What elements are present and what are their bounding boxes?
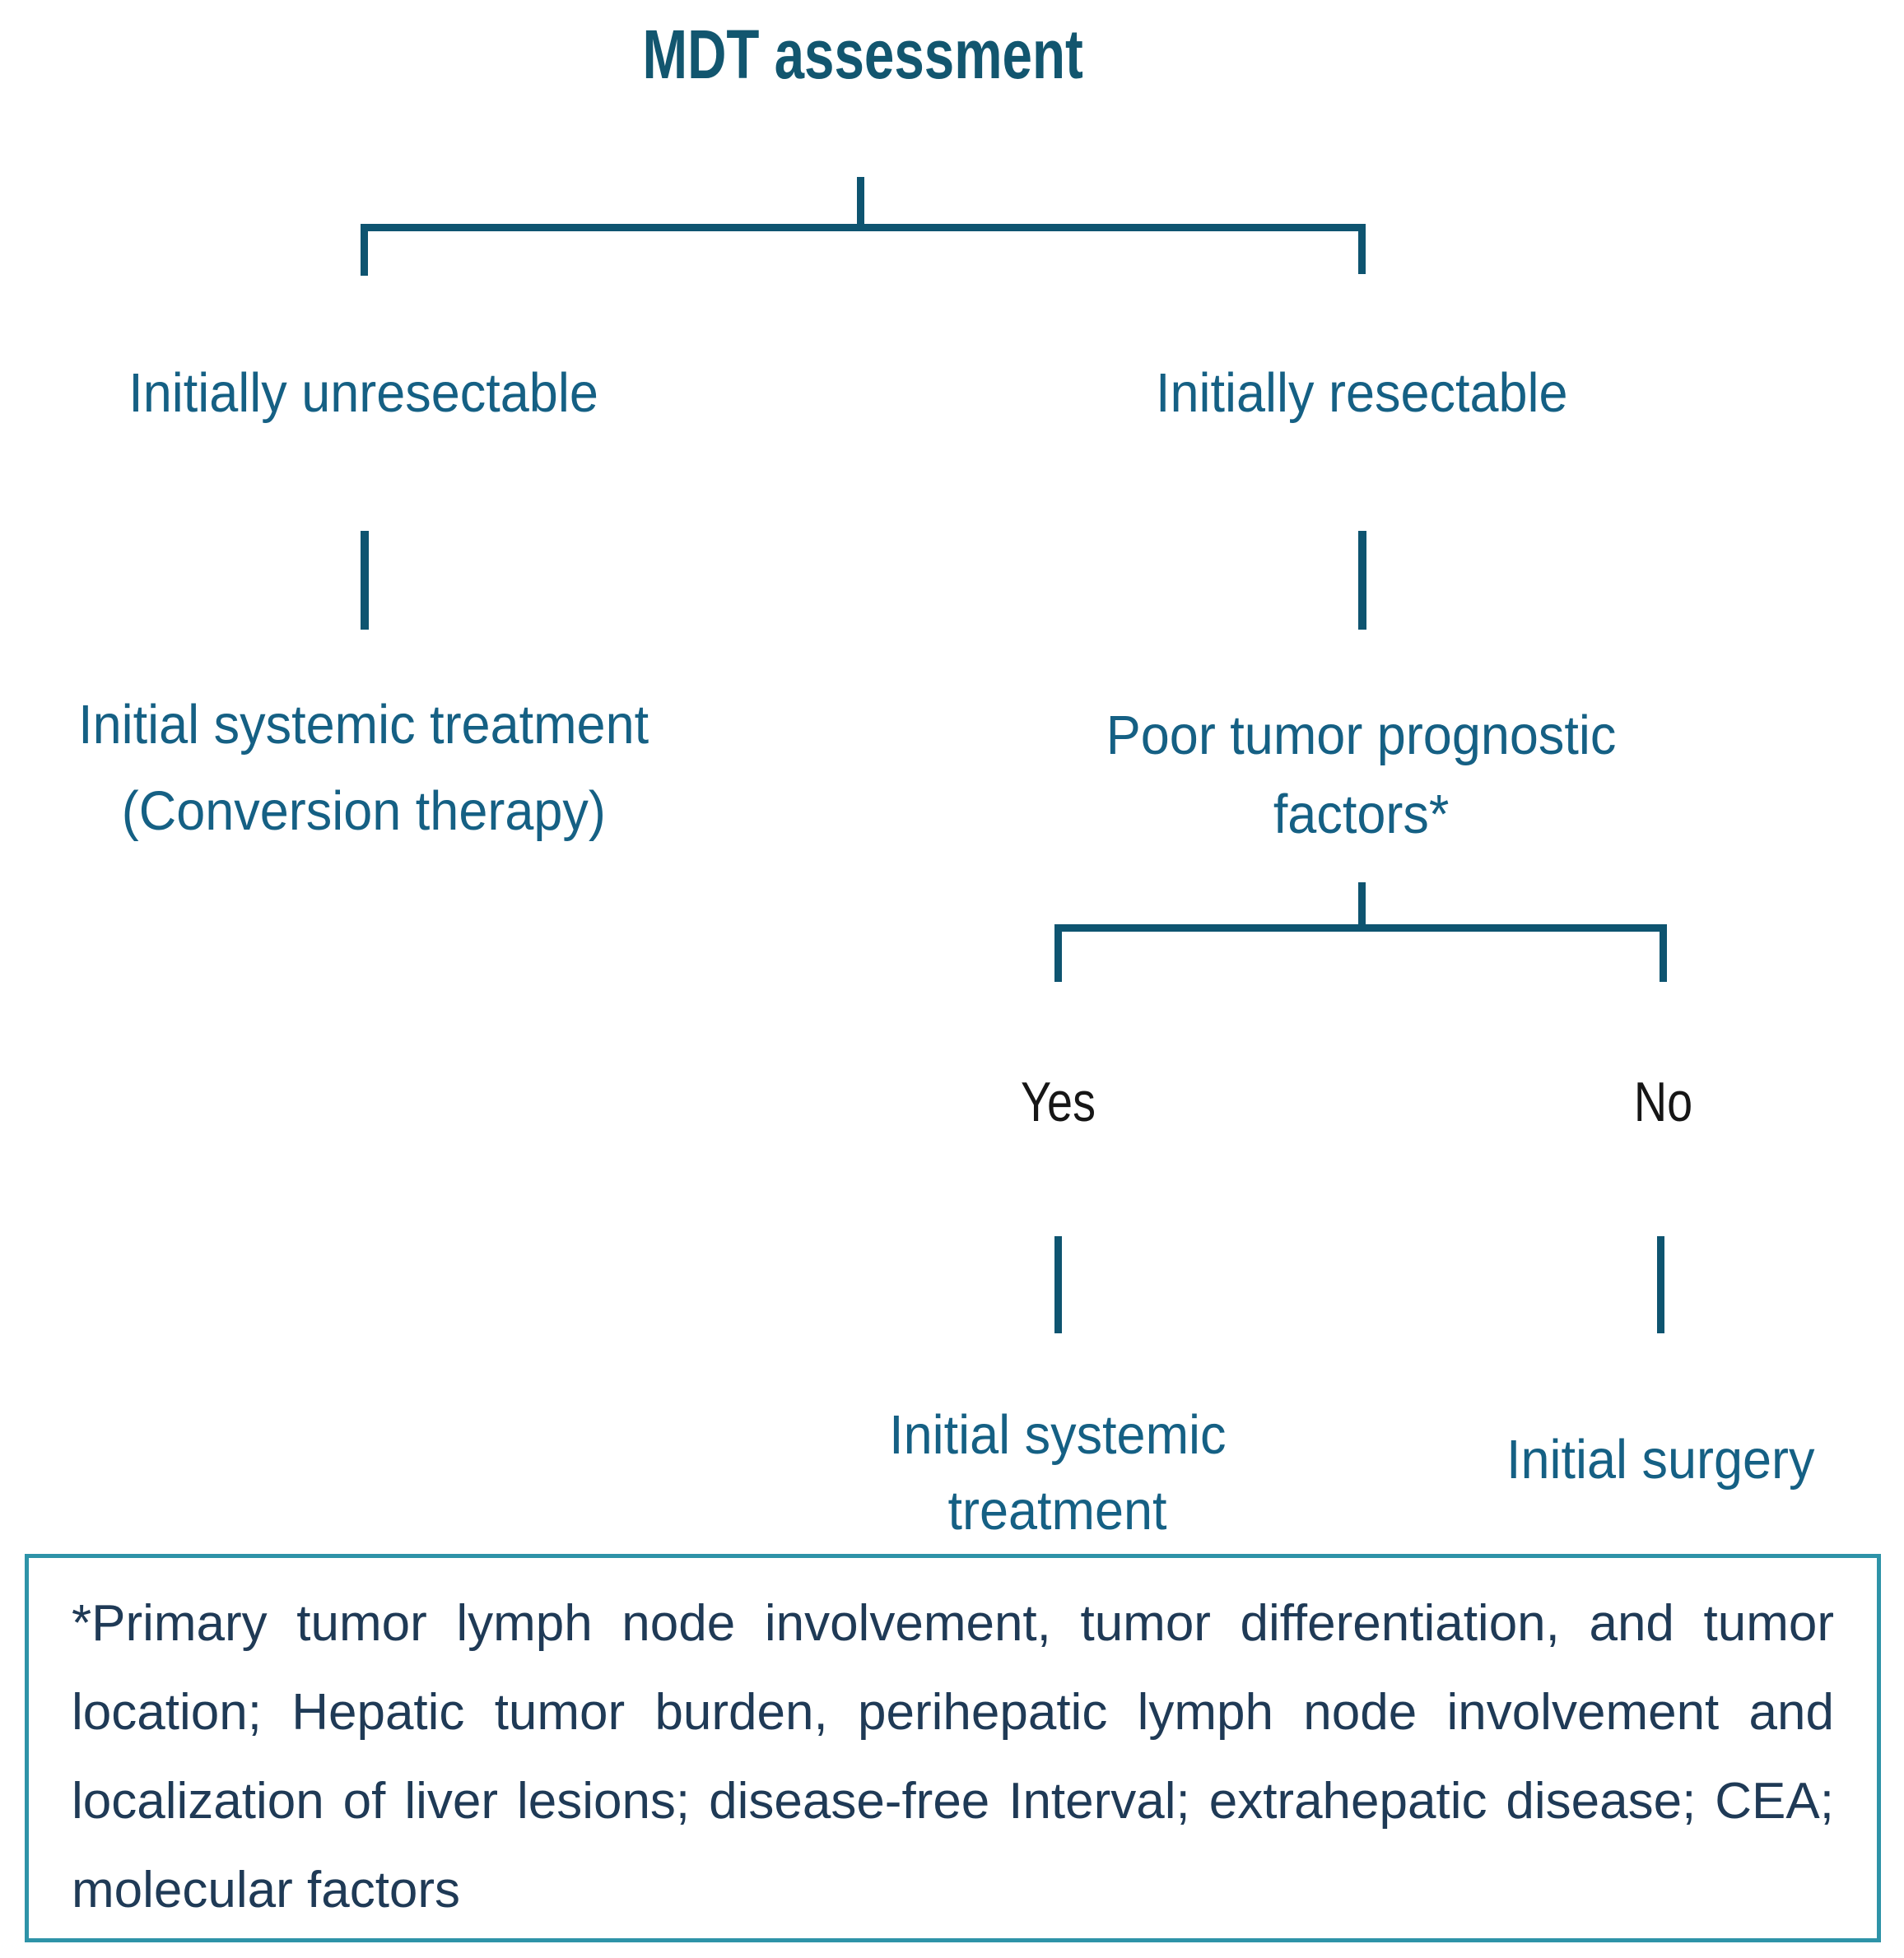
- node-initial-systemic-treatment-conversion-line2: (Conversion therapy): [121, 780, 607, 842]
- connector-root-stub: [857, 177, 864, 225]
- node-initial-systemic-treatment-line1: Initial systemic: [889, 1404, 1227, 1466]
- node-initial-systemic-treatment-line2: treatment: [947, 1480, 1168, 1542]
- node-no-label: No: [1633, 1071, 1692, 1133]
- node-initial-systemic-treatment-conversion: Initial systemic treatment (Conversion t…: [35, 681, 693, 854]
- node-initially-resectable: Initially resectable: [1032, 354, 1691, 433]
- connector-resectable-to-decision: [1358, 531, 1366, 630]
- connector-yes-to-outcome: [1054, 1236, 1062, 1333]
- footnote-box: *Primary tumor lymph node involvement, t…: [25, 1554, 1881, 1942]
- node-mdt-assessment-label: MDT assessment: [642, 16, 1083, 93]
- node-yes-label: Yes: [1020, 1071, 1096, 1133]
- node-mdt-assessment: MDT assessment: [451, 16, 1274, 92]
- node-no: No: [1498, 1072, 1827, 1132]
- footnote-line-1: *Primary tumor lymph node involvement, t…: [72, 1595, 1834, 1652]
- node-initial-systemic-treatment-conversion-line1: Initial systemic treatment: [78, 694, 649, 756]
- bracket-level1-right-drop: [1358, 224, 1366, 274]
- node-poor-tumor-prognostic-factors-line2: factors*: [1273, 784, 1450, 845]
- bracket-level1-left-drop: [361, 224, 368, 276]
- connector-no-to-outcome: [1657, 1236, 1664, 1333]
- node-initially-unresectable-label: Initially unresectable: [128, 362, 599, 424]
- footnote-line-4: molecular factors: [72, 1862, 461, 1918]
- node-initially-unresectable: Initially unresectable: [35, 354, 693, 433]
- bracket-level2-right-drop: [1660, 924, 1667, 982]
- node-initial-surgery: Initial surgery: [1331, 1422, 1904, 1498]
- node-initial-surgery-label: Initial surgery: [1506, 1429, 1815, 1491]
- node-poor-tumor-prognostic-factors: Poor tumor prognostic factors*: [1032, 696, 1691, 854]
- connector-decision-stub: [1358, 882, 1366, 925]
- node-initially-resectable-label: Initially resectable: [1155, 362, 1568, 424]
- bracket-level1-horizontal: [361, 224, 1366, 231]
- node-yes: Yes: [893, 1072, 1222, 1132]
- footnote-line-2: location; Hepatic tumor burden, perihepa…: [72, 1684, 1834, 1741]
- bracket-level2-horizontal: [1054, 924, 1667, 932]
- connector-unresectable-to-outcome: [361, 531, 369, 630]
- node-initial-systemic-treatment: Initial systemic treatment: [729, 1398, 1387, 1549]
- footnote-line-3: localization of liver lesions; disease-f…: [72, 1773, 1834, 1830]
- bracket-level2-left-drop: [1054, 924, 1062, 982]
- node-poor-tumor-prognostic-factors-line1: Poor tumor prognostic: [1106, 705, 1617, 766]
